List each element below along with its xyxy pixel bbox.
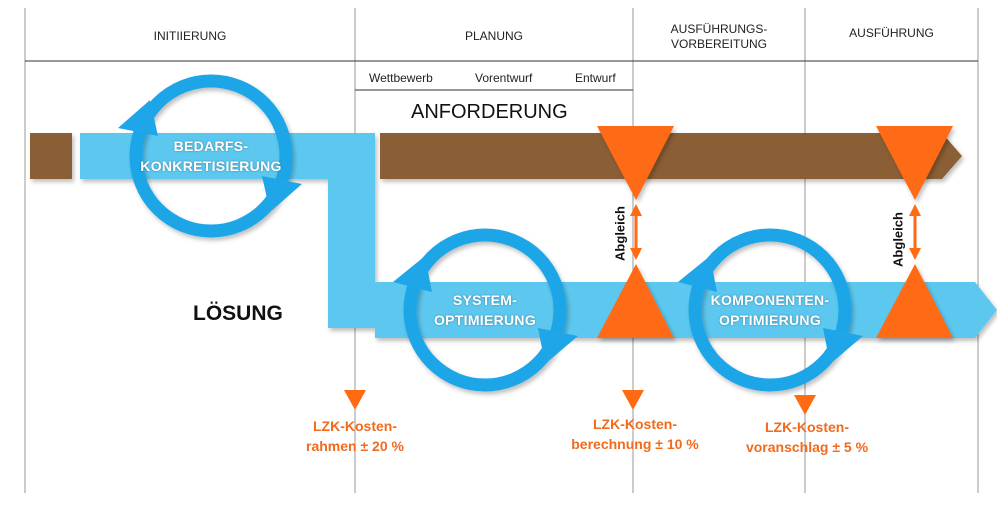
subphase-wettbewerb: Wettbewerb: [369, 71, 433, 85]
system-cycle-ring: [403, 228, 567, 392]
abgleich1-arrowhead-down: [630, 248, 642, 260]
cycle-label-bedarf-line2: KONKRETISIERUNG: [140, 158, 282, 174]
cost-label-rahmen-line2: rahmen ± 20 %: [306, 438, 404, 454]
abgleich-label-1: Abgleich: [612, 206, 628, 261]
bedarf-cycle-arrowhead-bottom: [262, 176, 302, 212]
cost-label-rahmen: LZK-Kosten- rahmen ± 20 %: [275, 416, 435, 456]
label-loesung: LÖSUNG: [193, 302, 283, 325]
abgleich1-triangle-up: [597, 264, 674, 338]
abgleich2-arrowhead-up: [909, 204, 921, 216]
cycle-label-system: SYSTEM- OPTIMIERUNG: [385, 290, 585, 330]
cost-marker-rahmen: [344, 390, 366, 410]
anforderung-bar: [30, 133, 962, 179]
bedarf-cycle-arrowhead-top: [118, 100, 158, 136]
komponenten-cycle-ring: [688, 228, 852, 392]
loesung-arrow: [80, 133, 997, 338]
cost-label-voranschlag-line1: LZK-Kosten-: [765, 419, 849, 435]
cycle-label-komponenten: KOMPONENTEN- OPTIMIERUNG: [670, 290, 870, 330]
loesung-top-segment: [80, 133, 375, 179]
anforderung-bar-main: [380, 133, 962, 179]
komponenten-cycle-arrowhead-bottom: [823, 328, 863, 364]
abgleich2-triangle-down: [876, 126, 953, 200]
phase-initiierung: INITIIERUNG: [153, 29, 227, 43]
label-anforderung: ANFORDERUNG: [411, 101, 568, 123]
system-cycle-arrowhead-bottom: [538, 328, 578, 364]
abgleich2-triangle-up: [876, 264, 953, 338]
cost-label-rahmen-line1: LZK-Kosten-: [313, 418, 397, 434]
system-cycle-arrowhead-top: [393, 256, 432, 292]
loesung-corner: [328, 282, 388, 328]
cost-label-voranschlag: LZK-Kosten- voranschlag ± 5 %: [727, 417, 887, 457]
abgleich1-arrowhead-up: [630, 204, 642, 216]
cost-marker-berechnung: [622, 390, 644, 410]
komponenten-cycle-arrowhead-top: [678, 256, 717, 292]
cost-marker-voranschlag: [794, 395, 816, 415]
phase-ausfuehrungsvorbereitung: AUSFÜHRUNGS- VORBEREITUNG: [633, 22, 805, 52]
phase-ausfuehrung: AUSFÜHRUNG: [849, 26, 934, 40]
cycle-label-system-line2: OPTIMIERUNG: [433, 312, 537, 328]
phase-ausfuehrungsvorbereitung-line2: VORBEREITUNG: [670, 37, 767, 51]
subphase-entwurf: Entwurf: [575, 71, 616, 85]
abgleich1-triangle-down: [597, 126, 674, 200]
cycle-label-system-line1: SYSTEM-: [452, 292, 518, 308]
abgleich2-arrowhead-down: [909, 248, 921, 260]
cost-label-voranschlag-line2: voranschlag ± 5 %: [745, 439, 869, 455]
bedarf-cycle-ring: [129, 74, 293, 238]
subphase-vorentwurf: Vorentwurf: [475, 71, 533, 85]
cycle-label-bedarf: BEDARFS- KONKRETISIERUNG: [111, 136, 311, 176]
cost-label-berechnung-line1: LZK-Kosten-: [593, 416, 677, 432]
cost-label-berechnung-line2: berechnung ± 10 %: [571, 436, 699, 452]
cycle-label-komponenten-line1: KOMPONENTEN-: [710, 292, 830, 308]
abgleich-label-2: Abgleich: [890, 212, 906, 267]
cycle-label-bedarf-line1: BEDARFS-: [173, 138, 249, 154]
anforderung-bar-left: [30, 133, 72, 179]
phase-planung: PLANUNG: [464, 29, 523, 43]
cycle-label-komponenten-line2: OPTIMIERUNG: [718, 312, 822, 328]
cost-label-berechnung: LZK-Kosten- berechnung ± 10 %: [550, 414, 720, 454]
phase-ausfuehrungsvorbereitung-line1: AUSFÜHRUNGS-: [670, 22, 768, 36]
